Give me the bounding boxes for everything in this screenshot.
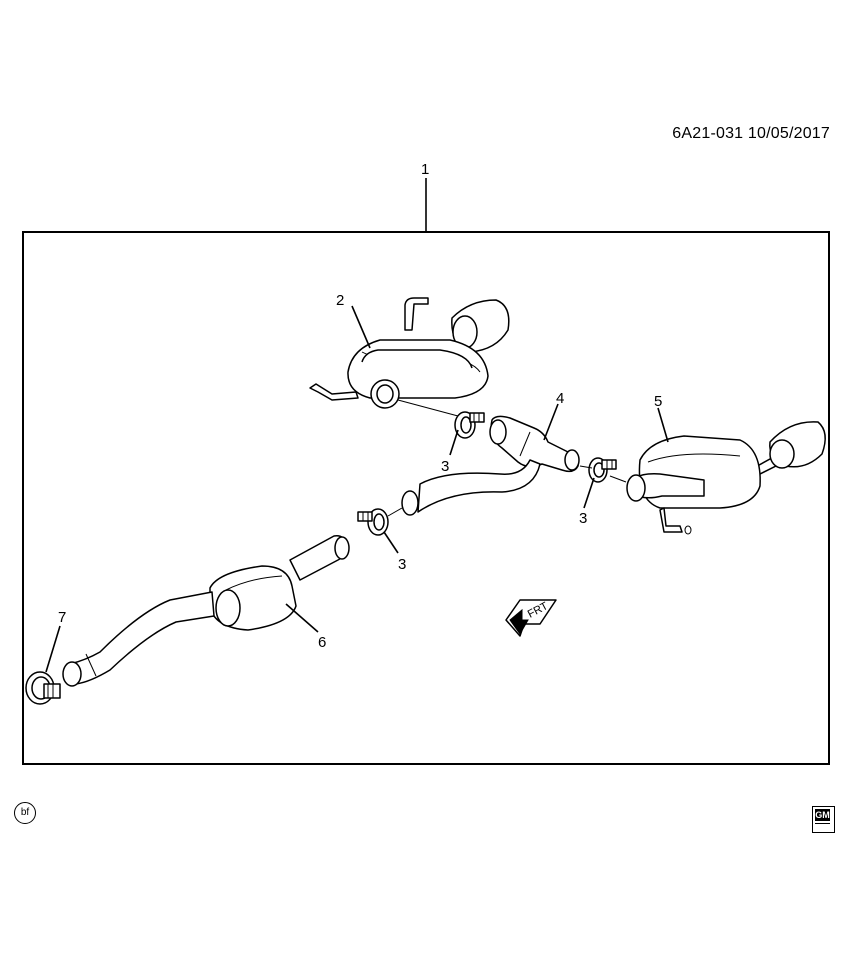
leader-line-7 [45,625,61,673]
muffler-right-part [626,421,826,535]
callout-1: 1 [421,161,429,178]
clamp-lower [357,507,403,536]
leader-line-3-upper [449,429,459,456]
callout-4: 4 [556,390,564,407]
bf-mark-icon: bf [14,802,36,824]
leader-line-6 [285,603,319,633]
callout-3-upper: 3 [441,458,449,475]
gm-logo-icon: GM [812,806,835,833]
callout-7: 7 [58,609,66,626]
clamp-upper [454,411,485,439]
gm-logo-text: GM [815,809,830,821]
intermediate-pipe-part [62,534,350,687]
leader-line-5 [657,407,669,443]
front-direction-arrow: FRT [505,599,557,637]
muffler-left-part [309,297,510,417]
diagram-id-date: 6A21-031 10/05/2017 [672,125,830,142]
leader-line-3-lower [383,531,399,554]
clamp-right [579,457,627,483]
front-clamp-part [25,671,61,705]
leader-line-3-right [583,477,595,509]
callout-5: 5 [654,393,662,410]
callout-3-lower: 3 [398,556,406,573]
callout-6: 6 [318,634,326,651]
leader-line-4 [543,403,559,441]
leader-line-2 [351,305,371,349]
callout-2: 2 [336,292,344,309]
callout-3-right: 3 [579,510,587,527]
y-pipe-part [401,415,580,516]
